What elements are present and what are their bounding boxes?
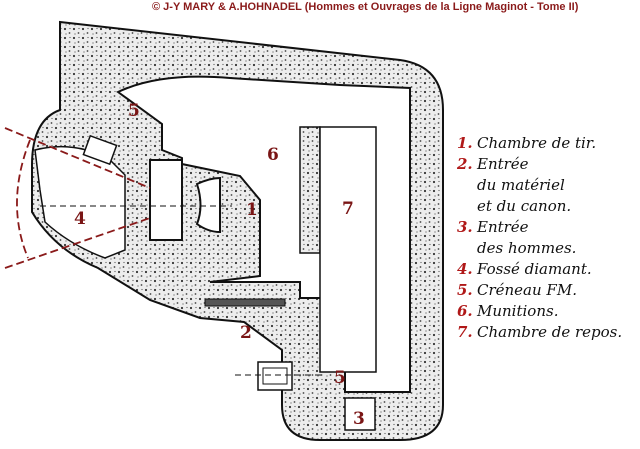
label-5-lower: 5 xyxy=(334,368,346,388)
legend-item: 7.Chambre de repos. xyxy=(457,323,623,341)
embrasure-block xyxy=(149,159,183,241)
creneau-fm-lower xyxy=(257,361,293,391)
label-4: 4 xyxy=(74,209,86,229)
entrance-2-door xyxy=(204,298,286,307)
legend-item: 5.Créneau FM. xyxy=(457,281,577,299)
copyright-credit: © J-Y MARY & A.HOHNADEL (Hommes et Ouvra… xyxy=(152,1,579,13)
blockhouse-plan: 1 2 3 4 5 5 6 7 xyxy=(4,20,444,441)
wall-6-7 xyxy=(299,126,321,254)
entrance-3 xyxy=(344,397,376,431)
legend-item: 2.Entrée du matériel et du canon. xyxy=(457,155,572,215)
legend: 1.Chambre de tir. 2.Entrée du matériel e… xyxy=(457,133,637,343)
wall-7-inner xyxy=(319,126,377,373)
fire-arc xyxy=(16,139,31,259)
fire-line-lower xyxy=(4,217,151,269)
legend-item: 4.Fossé diamant. xyxy=(457,260,592,278)
label-6: 6 xyxy=(267,145,279,165)
fire-line-upper xyxy=(4,127,151,189)
label-1: 1 xyxy=(246,200,258,220)
legend-item: 1.Chambre de tir. xyxy=(457,134,597,152)
legend-item: 6.Munitions. xyxy=(457,302,559,320)
label-2: 2 xyxy=(240,323,252,343)
label-3: 3 xyxy=(353,409,365,429)
label-5-upper: 5 xyxy=(128,101,140,121)
creneau-fm-upper xyxy=(82,134,118,166)
legend-item: 3.Entrée des hommes. xyxy=(457,218,577,257)
fosse-diamant xyxy=(34,145,126,259)
gun-shield xyxy=(195,176,221,234)
label-7: 7 xyxy=(342,199,354,219)
